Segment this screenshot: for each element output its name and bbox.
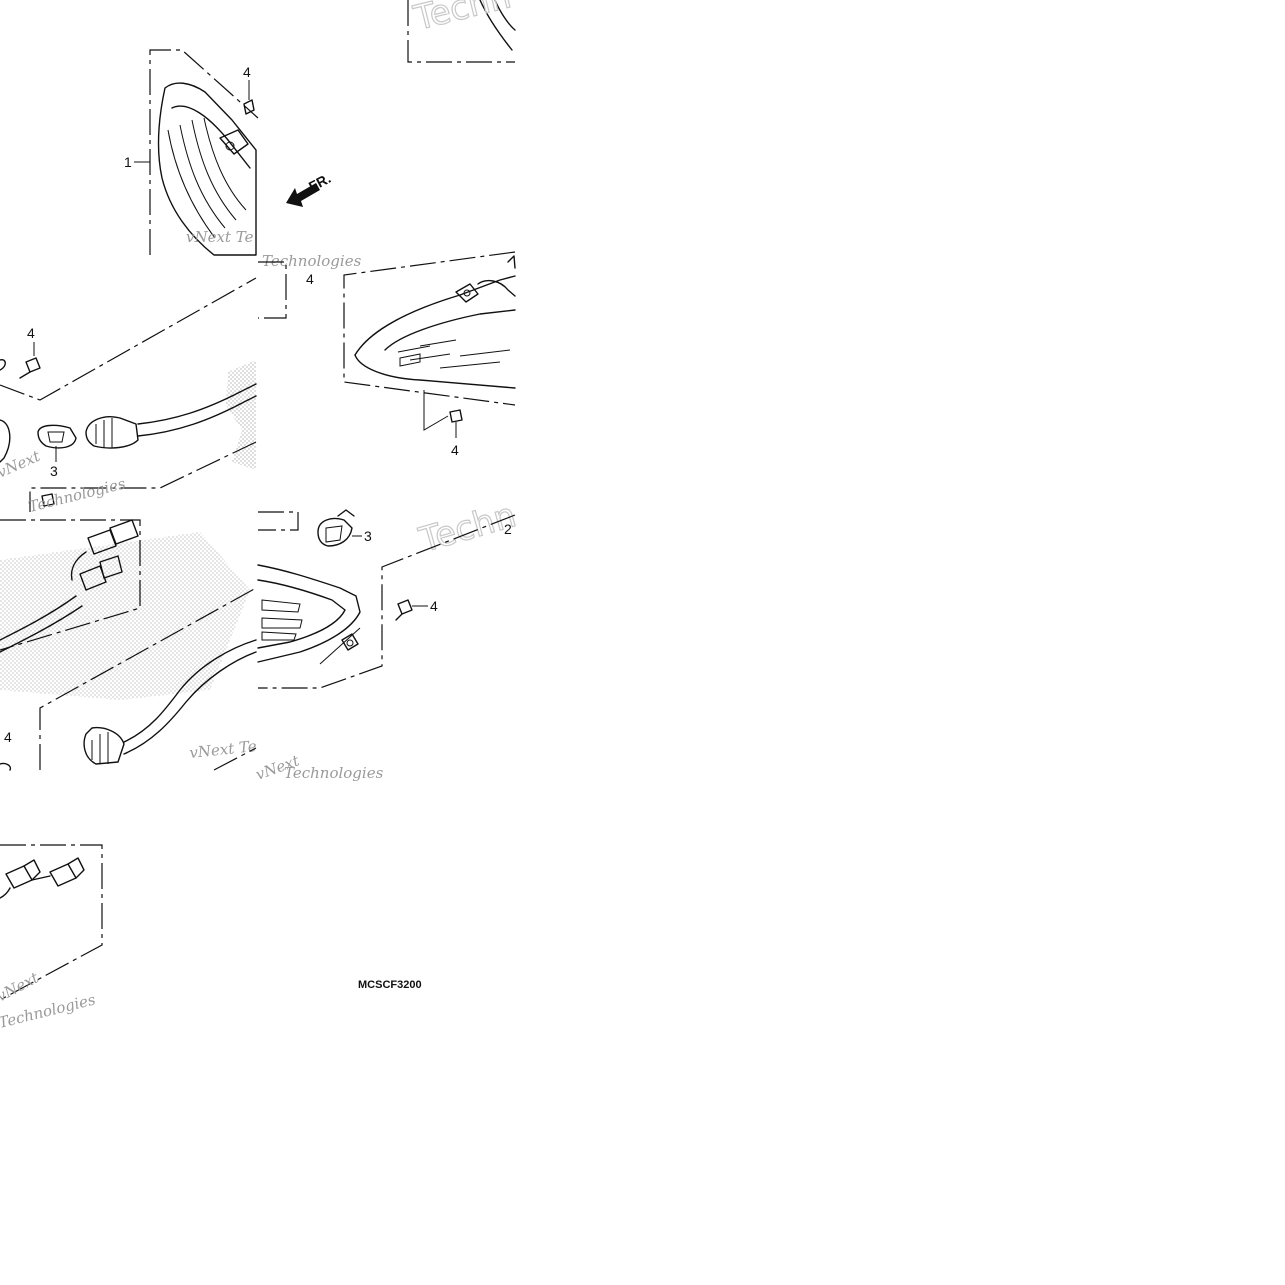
callout-3: 3	[50, 463, 58, 479]
diagram-code: MCSCF3200	[358, 979, 422, 991]
connector-panel: vNext Technologies	[0, 844, 103, 1032]
watermark-text: vNext	[0, 968, 42, 1005]
watermark-text: Technologies	[27, 474, 128, 516]
turn-signal-panel: 3 Techn 2 4	[257, 495, 521, 689]
watermark-text: vNext Te	[186, 228, 254, 246]
top-box-fragment	[407, 0, 516, 63]
callout-4: 4	[430, 598, 438, 614]
callout-4: 4	[243, 64, 251, 80]
socket-panel: 4 3 vNext Technologies Technologies 4	[0, 252, 362, 516]
headlight-panel: 1 4 vNext Te Techn	[124, 0, 516, 256]
callout-4: 4	[27, 325, 35, 341]
callout-4: 4	[451, 442, 459, 458]
callout-4: 4	[4, 729, 12, 745]
rear-lamp-panel: 4	[343, 251, 516, 458]
watermark-text: Technologies	[262, 252, 362, 270]
callout-2: 2	[504, 521, 512, 537]
front-direction-arrow-icon: FR.	[286, 170, 333, 207]
watermark-text: vNext Te	[189, 737, 258, 762]
callout-3: 3	[364, 528, 372, 544]
callout-1: 1	[124, 154, 132, 170]
callout-4: 4	[306, 271, 314, 287]
stipple-shading	[0, 360, 256, 700]
watermark-text: Technologies	[284, 764, 384, 782]
